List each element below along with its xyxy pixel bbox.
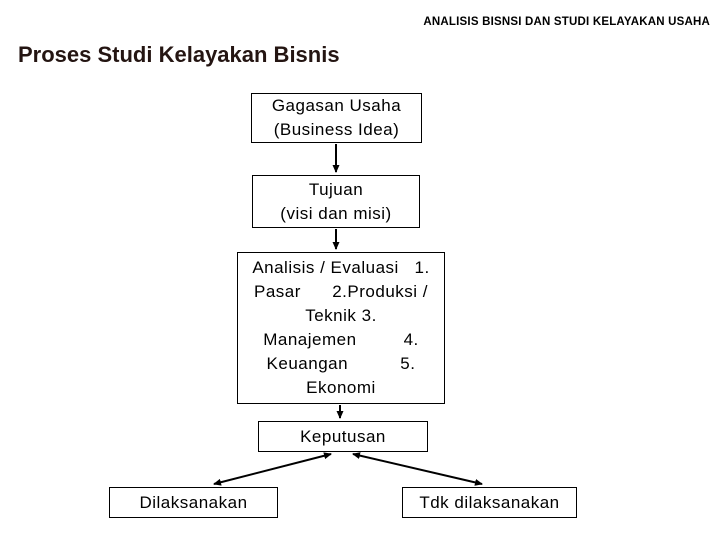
arrow-keputusan-tdk-dilaksanakan: [352, 452, 483, 486]
node-text-line: Keputusan: [300, 426, 386, 446]
node-text-line: Tdk dilaksanakan: [419, 492, 560, 512]
header-label: ANALISIS BISNSI DAN STUDI KELAYAKAN USAH…: [423, 16, 710, 28]
node-text-line: Analisis / Evaluasi 1.: [252, 258, 430, 277]
node-dilaksanakan: Dilaksanakan: [109, 487, 278, 518]
arrow-keputusan-dilaksanakan: [213, 452, 332, 486]
node-text-line: Pasar 2.Produksi /: [253, 282, 428, 301]
node-analisis-evaluasi: Analisis / Evaluasi 1. Pasar 2.Produksi …: [237, 252, 445, 404]
node-text-line: Dilaksanakan: [139, 492, 248, 512]
page-title: Proses Studi Kelayakan Bisnis: [18, 42, 340, 67]
node-text-line: Teknik 3.: [305, 306, 377, 325]
node-text-line: (Business Idea): [273, 120, 400, 139]
node-tujuan: Tujuan (visi dan misi): [252, 175, 420, 228]
node-text-line: Manajemen 4.: [263, 330, 419, 349]
node-text-line: Tujuan: [308, 179, 364, 199]
node-tdk-dilaksanakan: Tdk dilaksanakan: [402, 487, 577, 518]
node-text-line: Ekonomi: [306, 378, 376, 397]
node-keputusan: Keputusan: [258, 421, 428, 452]
node-text-line: (visi dan misi): [280, 203, 392, 223]
node-text-line: Keuangan 5.: [266, 354, 416, 373]
node-text-line: Gagasan Usaha: [271, 96, 402, 115]
node-gagasan-usaha: Gagasan Usaha (Business Idea): [251, 93, 422, 143]
